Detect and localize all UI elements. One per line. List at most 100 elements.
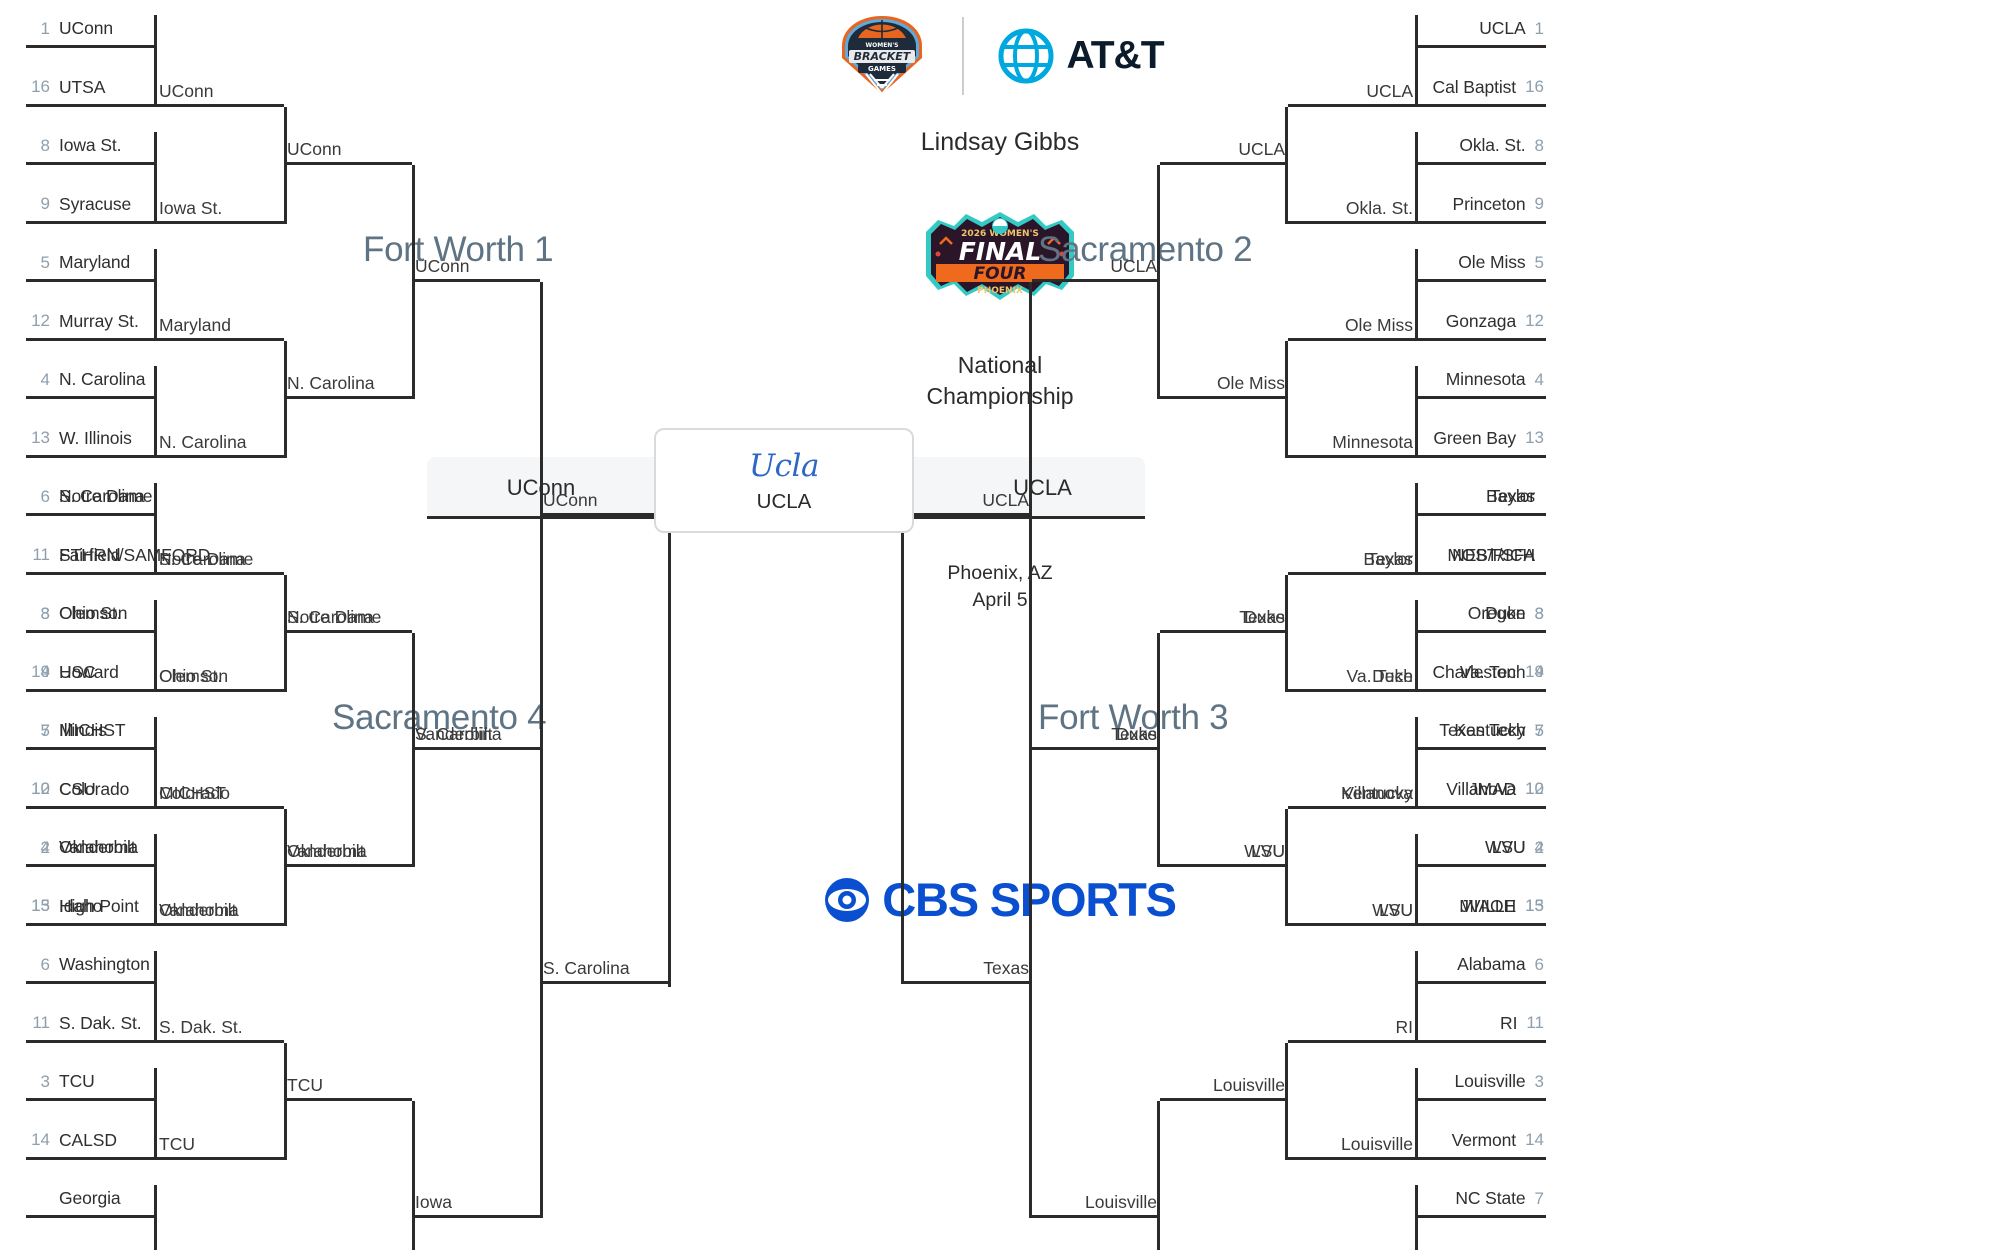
team-name: Texas — [1111, 724, 1157, 744]
advancing-team[interactable]: Louisville — [1160, 1071, 1288, 1101]
advancing-team[interactable]: Oklahoma — [284, 837, 412, 867]
finalist-left[interactable]: UConn — [427, 457, 697, 519]
advancing-team[interactable]: TCU — [284, 1071, 412, 1101]
advancing-team[interactable]: N. Carolina — [284, 369, 412, 399]
advancing-team[interactable]: UConn — [540, 486, 668, 516]
advancing-team[interactable]: UCLA — [1160, 135, 1288, 165]
seed: 4 — [1534, 369, 1544, 389]
advancing-team[interactable]: Oklahoma — [156, 896, 284, 926]
bracket-connector — [1285, 808, 1288, 812]
advancing-team[interactable]: Maryland — [156, 311, 284, 341]
team-name: Duke — [1244, 607, 1285, 627]
advancing-team[interactable]: Iowa St. — [156, 194, 284, 224]
advancing-team[interactable]: Clemson — [156, 662, 284, 692]
advancing-team[interactable]: UCLA — [1288, 77, 1416, 107]
advancing-team[interactable]: TCU — [156, 1130, 284, 1160]
advancing-team[interactable]: Minnesota — [1288, 428, 1416, 458]
table-row[interactable]: Georgia — [26, 1182, 154, 1218]
seed: 10 — [1525, 779, 1544, 798]
advancing-team[interactable]: MICHST — [156, 779, 284, 809]
att-globe-icon — [998, 28, 1054, 84]
advancing-team[interactable]: UCLA — [1032, 252, 1160, 282]
table-row[interactable]: Okla. St.8 — [1418, 129, 1546, 165]
bracket-connector — [901, 516, 904, 984]
advancing-team[interactable]: UConn — [412, 252, 540, 282]
advancing-team[interactable]: S. Carolina — [540, 954, 668, 984]
advancing-team[interactable]: S. Carolina — [156, 545, 284, 575]
advancing-team[interactable]: S. Carolina — [412, 720, 540, 750]
advancing-team[interactable]: Louisville — [1032, 1188, 1160, 1218]
advancing-team[interactable]: UVA/ARIZST — [156, 1247, 284, 1250]
advancing-team[interactable]: Ole Miss — [1160, 369, 1288, 399]
advancing-team[interactable]: Texas — [1032, 720, 1160, 750]
advancing-team[interactable]: Iowa — [412, 1188, 540, 1218]
advancing-team[interactable]: Texas — [1160, 603, 1288, 633]
table-row[interactable]: MOST/SFA — [1418, 539, 1546, 575]
advancing-team[interactable]: WVU — [1288, 896, 1416, 926]
advancing-team[interactable]: UCLA — [904, 486, 1032, 516]
table-row[interactable]: Texas — [1418, 480, 1546, 516]
advancing-team[interactable]: Louisville — [1288, 1130, 1416, 1160]
advancing-team[interactable]: UConn — [284, 135, 412, 165]
table-row[interactable]: STHRN/SAMFORD — [26, 539, 210, 575]
table-row[interactable]: S. Carolina — [26, 480, 154, 516]
advancing-team[interactable]: Okla. St. — [1288, 194, 1416, 224]
advancing-team[interactable]: Texas — [1288, 545, 1416, 575]
team-name: Oklahoma — [287, 841, 367, 861]
advancing-team[interactable]: WVU — [1160, 837, 1288, 867]
advancing-team[interactable]: N. Carolina — [156, 428, 284, 458]
advancing-team[interactable]: S. Carolina — [284, 603, 412, 633]
champion-box[interactable]: Ucla UCLA — [654, 428, 914, 533]
advancing-team[interactable]: UConn — [156, 77, 284, 107]
advancing-team[interactable]: Va. Tech — [1288, 662, 1416, 692]
advancing-team[interactable]: Texas — [904, 954, 1032, 984]
advancing-team[interactable]: RI — [1288, 1013, 1416, 1043]
table-row[interactable]: UVA/ARIZST — [26, 1241, 160, 1250]
advancing-team[interactable]: S. Dak. St. — [156, 1013, 284, 1043]
advancing-team[interactable]: Ole Miss — [1288, 311, 1416, 341]
seed: 13 — [31, 896, 50, 915]
table-row[interactable]: Tennessee10 — [1418, 1241, 1546, 1250]
advancing-team[interactable]: Kentucky — [1288, 779, 1416, 809]
advancing-team[interactable]: NC State — [1288, 1247, 1416, 1250]
finalist-right[interactable]: UCLA — [900, 457, 1145, 519]
